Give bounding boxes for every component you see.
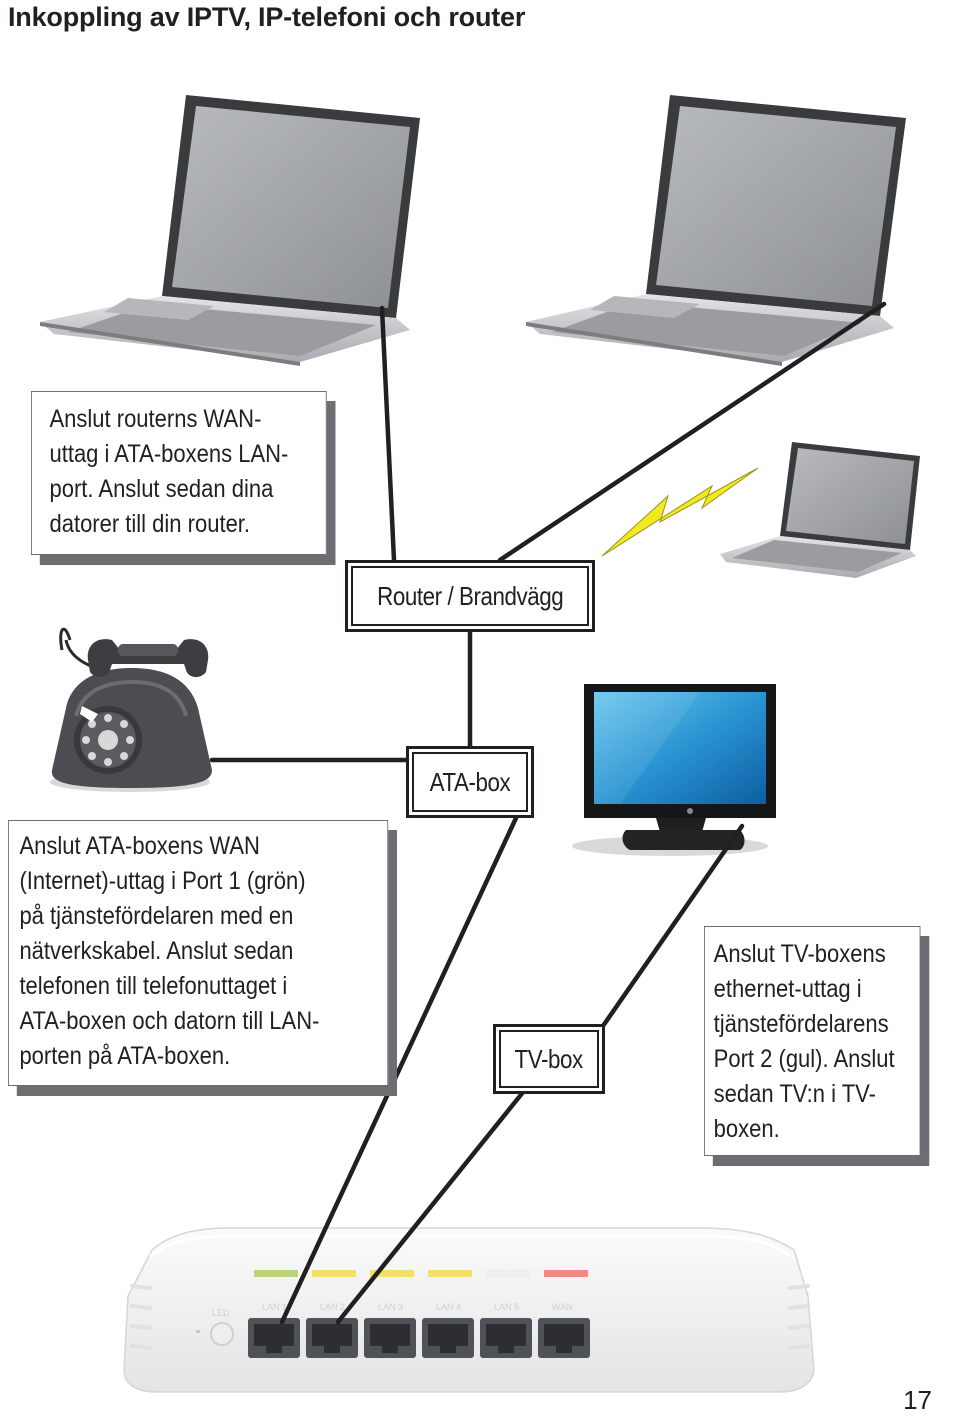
cable-laptop-left-router (379, 305, 397, 563)
router-instructions-line: port. Anslut sedan dina (49, 475, 274, 503)
ethernet-port-tab (498, 1346, 514, 1353)
tv-instructions-line: Anslut TV-boxens (713, 940, 886, 968)
cable-tvbox-switch (335, 1083, 531, 1325)
ata-instructions-line: telefonen till telefonuttaget i (19, 972, 288, 1000)
port-label: LAN 3 (378, 1302, 403, 1312)
page-number: 17 (903, 1385, 932, 1415)
ethernet-port-tab (382, 1346, 398, 1353)
ethernet-port-tab (440, 1346, 456, 1353)
ethernet-port-tab (324, 1346, 340, 1353)
network-cables (209, 301, 887, 1325)
port-color-strip (370, 1270, 414, 1277)
ethernet-port-tab (556, 1346, 572, 1353)
ethernet-port-socket (254, 1324, 294, 1346)
tv-instructions-line: sedan TV:n i TV- (713, 1080, 876, 1108)
port-color-strip (428, 1270, 472, 1277)
port-label: LAN 1 (262, 1302, 287, 1312)
cable-laptop-right-router (497, 301, 887, 563)
ata-box-label: ATA-box (429, 766, 511, 797)
ethernet-port-tab (266, 1346, 282, 1353)
ethernet-port-socket (544, 1324, 584, 1346)
port-color-strip (486, 1270, 530, 1277)
ata-instructions-line: porten på ATA-boxen. (19, 1042, 231, 1070)
ata-instructions-line: (Internet)-uttag i Port 1 (grön) (19, 867, 306, 895)
port-label: WAN (552, 1302, 573, 1312)
tv-instructions-line: boxen. (713, 1115, 780, 1143)
ata-instructions-line: ATA-boxen och datorn till LAN- (19, 1007, 320, 1035)
ethernet-port-socket (312, 1324, 352, 1346)
tv-box: TV-box (493, 1024, 605, 1094)
router-instructions-callout: Anslut routerns WAN- uttag i ATA-boxens … (31, 391, 327, 555)
port-label: LAN 4 (436, 1302, 461, 1312)
router-firewall-box: Router / Brandvägg (345, 560, 595, 632)
router-instructions-line: Anslut routerns WAN- (49, 405, 262, 433)
page-title: Inkoppling av IPTV, IP-telefoni och rout… (8, 2, 526, 32)
rotary-telephone-icon (50, 627, 212, 792)
ata-box: ATA-box (406, 746, 534, 818)
lightning-bolt-icon (601, 467, 759, 557)
cable-tv-tvbox (593, 823, 745, 1039)
ata-instructions-line: Anslut ATA-boxens WAN (19, 832, 260, 860)
router-instructions-line: uttag i ATA-boxens LAN- (49, 440, 289, 468)
switch-led-label: LED (212, 1308, 230, 1318)
tv-instructions-callout: Anslut TV-boxens ethernet-uttag i tjänst… (704, 926, 921, 1156)
laptop-small-icon (720, 442, 920, 578)
laptop-right-icon (526, 95, 906, 366)
cable-ata-switch (279, 815, 519, 1325)
network-switch: LAN 1 LAN 2 LAN 3 LAN 4 LAN 5 WAN LED (123, 1227, 815, 1393)
ata-instructions-callout: Anslut ATA-boxens WAN (Internet)-uttag i… (8, 820, 389, 1086)
ata-instructions-line: på tjänstefördelaren med en (19, 902, 294, 930)
router-firewall-label: Router / Brandvägg (376, 580, 564, 611)
tv-instructions-line: Port 2 (gul). Anslut (713, 1045, 895, 1073)
port-label: LAN 5 (494, 1302, 519, 1312)
switch-ports: LAN 1 LAN 2 LAN 3 LAN 4 LAN 5 WAN (248, 1302, 590, 1358)
tv-box-label: TV-box (514, 1043, 584, 1074)
router-instructions-line: datorer till din router. (49, 510, 251, 538)
ethernet-port-socket (428, 1324, 468, 1346)
laptop-left-icon (40, 95, 420, 366)
flat-screen-tv-icon (572, 684, 776, 856)
ethernet-port-socket (486, 1324, 526, 1346)
ethernet-port-socket (370, 1324, 410, 1346)
tv-instructions-line: ethernet-uttag i (713, 975, 862, 1003)
port-color-strip (254, 1270, 298, 1277)
tv-instructions-line: tjänstefördelarens (713, 1010, 889, 1038)
port-color-strip (544, 1270, 588, 1277)
ata-instructions-line: nätverkskabel. Anslut sedan (19, 937, 294, 965)
port-color-strip (312, 1270, 356, 1277)
port-label: LAN 2 (320, 1302, 345, 1312)
switch-port-color-strips (254, 1270, 588, 1277)
